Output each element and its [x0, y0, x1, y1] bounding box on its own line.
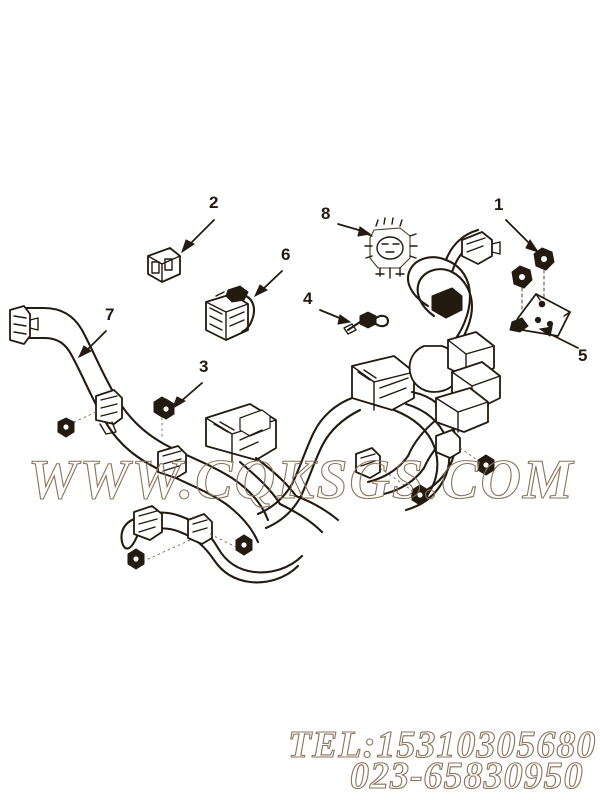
- two-pin-connector: [147, 247, 181, 283]
- hose-clamp-upper: [95, 389, 123, 435]
- multipin-connector-left: [205, 403, 298, 506]
- hex-nut: [127, 548, 145, 570]
- site-watermark: WWW.CQKSGS.COM: [27, 448, 575, 511]
- harness-center-bundle: [256, 396, 362, 534]
- callout-label-7: 7: [105, 305, 115, 324]
- callout-label-5: 5: [578, 346, 588, 365]
- center-bundle-clamp: [355, 447, 429, 506]
- hex-nut: [411, 484, 429, 506]
- multipin-connector-right: [351, 355, 457, 512]
- three-pin-connector: [364, 217, 418, 279]
- hex-nut: [57, 417, 75, 438]
- callout-arrows: [77, 219, 579, 410]
- triangular-mounting-bracket: [509, 293, 571, 337]
- callout-label-3: 3: [199, 357, 209, 376]
- clip-fastener: [157, 398, 175, 420]
- inline-connector-block: [431, 287, 463, 319]
- callout-label-6: 6: [281, 245, 291, 264]
- mounting-bolt-upper: [533, 247, 555, 301]
- callout-label-4: 4: [303, 289, 313, 308]
- hex-nut: [235, 534, 253, 556]
- harness-right-cluster: [366, 228, 501, 496]
- telephone-watermark-line1: TEL:15310305680: [287, 723, 597, 766]
- callout-label-8: 8: [321, 204, 331, 223]
- telephone-watermark-line2: 023-65830950: [349, 754, 584, 797]
- relay-block: [205, 285, 256, 341]
- hex-nut: [477, 454, 495, 476]
- harness-lower-loop: [120, 505, 304, 584]
- temperature-sensor: [343, 311, 390, 335]
- hose-junction-clamp: [157, 445, 187, 479]
- callout-label-2: 2: [209, 193, 219, 212]
- callout-label-1: 1: [494, 195, 504, 214]
